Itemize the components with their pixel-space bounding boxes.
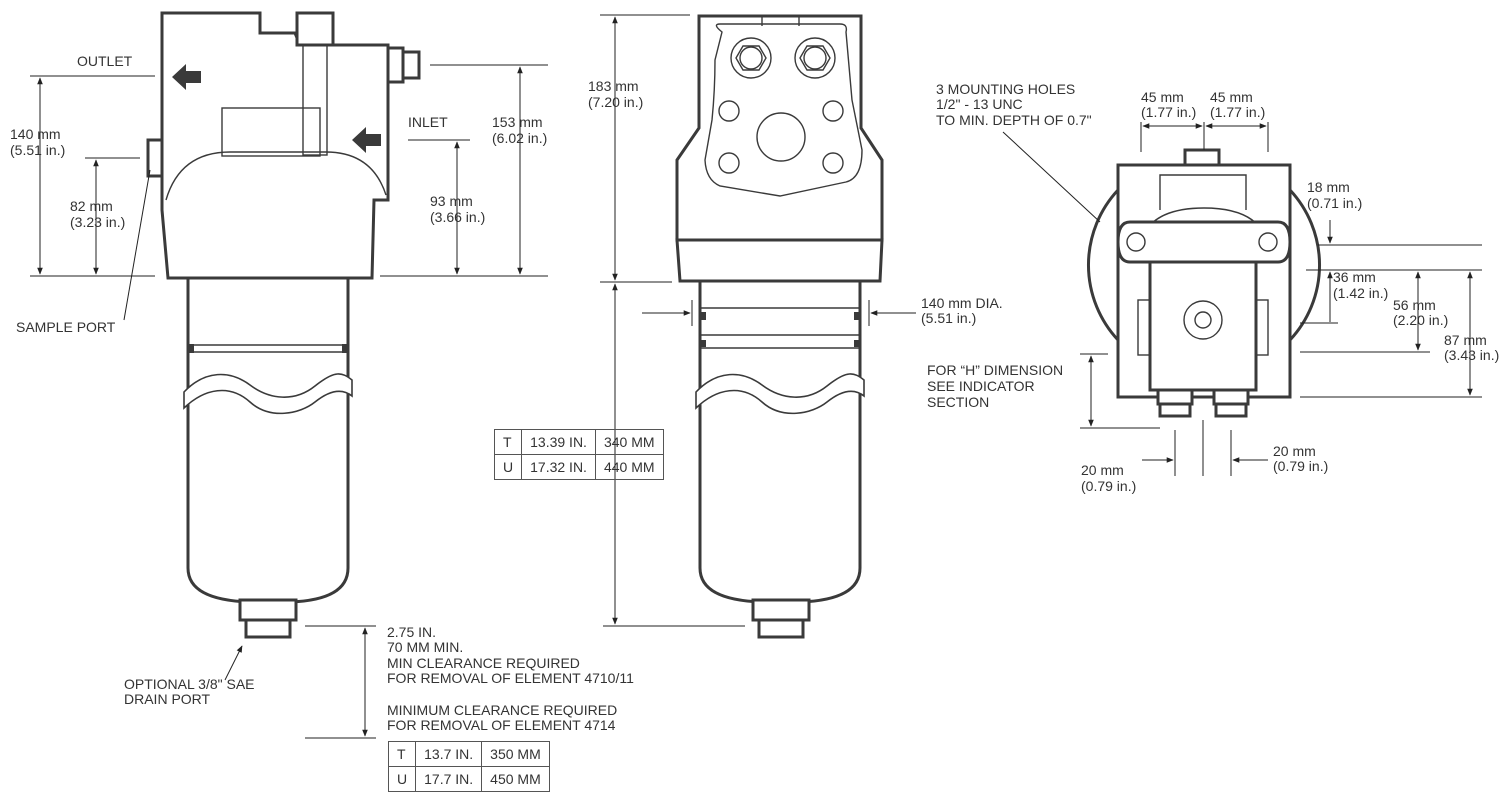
table-cell: T xyxy=(493,429,523,455)
side-bowl xyxy=(186,276,350,604)
front-break-line xyxy=(695,373,865,415)
drain-port-label: OPTIONAL 3/8" SAE DRAIN PORT xyxy=(124,676,258,707)
table-cell: 17.7 IN. xyxy=(415,766,483,792)
side-dimensions xyxy=(30,64,548,739)
front-head xyxy=(675,14,884,242)
drain-port-leader xyxy=(224,645,243,681)
top-body-contour xyxy=(1159,174,1247,210)
top-indicator-port xyxy=(1183,148,1221,167)
side-head xyxy=(160,11,390,280)
side-break-line xyxy=(183,373,353,415)
dim-56-label: 56 mm (2.20 in.) xyxy=(1393,297,1448,328)
dim-153-label: 153 mm (6.02 in.) xyxy=(492,114,547,146)
table-row: T 13.39 IN. 340 MM xyxy=(493,429,664,455)
table-cell: 350 MM xyxy=(481,741,550,767)
top-mounting-bar xyxy=(1116,220,1292,264)
dim-140-label: 140 mm (5.51 in.) xyxy=(10,126,65,158)
table-cell: U xyxy=(387,766,417,792)
side-element-block xyxy=(221,107,321,157)
front-length-table: T 13.39 IN. 340 MM U 17.32 IN. 440 MM xyxy=(493,429,664,480)
side-outlet-fitting xyxy=(386,46,405,84)
sample-port-label: SAMPLE PORT xyxy=(16,319,116,335)
side-ring-tab-right xyxy=(342,344,348,353)
outlet-label: OUTLET xyxy=(77,53,133,69)
table-cell: T xyxy=(387,741,417,767)
front-bolt-hole xyxy=(718,152,740,174)
dim-45-right-label: 45 mm (1.77 in.) xyxy=(1210,89,1265,120)
front-bolt-hole xyxy=(718,100,740,122)
table-cell: 13.39 IN. xyxy=(521,429,596,455)
front-dimensions xyxy=(600,14,916,627)
table-row: U 17.7 IN. 450 MM xyxy=(387,766,550,792)
front-bolt-hole xyxy=(822,100,844,122)
front-bowl xyxy=(698,279,862,604)
mounting-holes-label: 3 MOUNTING HOLES 1/2" - 13 UNC TO MIN. D… xyxy=(936,81,1092,128)
top-view: 3 MOUNTING HOLES 1/2" - 13 UNC TO MIN. D… xyxy=(927,81,1499,494)
mounting-holes-leader xyxy=(1002,131,1101,223)
sample-port-fitting xyxy=(146,138,164,178)
front-bolt-hole xyxy=(822,152,844,174)
table-cell: 13.7 IN. xyxy=(415,741,483,767)
dim-20-left-label: 20 mm (0.79 in.) xyxy=(1081,462,1136,494)
mounting-hole xyxy=(1126,232,1146,252)
mounting-hole xyxy=(1258,232,1278,252)
top-dimensions xyxy=(1002,122,1482,476)
side-drain-upper xyxy=(238,598,298,622)
table-cell: 340 MM xyxy=(594,429,664,455)
dim-93-label: 93 mm (3.66 in.) xyxy=(430,193,485,225)
table-cell: 440 MM xyxy=(594,454,664,480)
front-port-right xyxy=(794,37,836,79)
outlet-arrow-icon xyxy=(172,64,201,90)
side-drain-nut xyxy=(244,618,292,639)
side-view: OUTLET INLET SAMPLE PORT 140 mm (5.51 in… xyxy=(10,11,634,739)
side-bowl-top xyxy=(165,151,387,201)
dim-183-label: 183 mm (7.20 in.) xyxy=(588,78,643,110)
side-outlet-nut xyxy=(401,50,421,80)
top-outlet-fitting-left xyxy=(1156,388,1194,406)
front-center-port xyxy=(756,112,806,162)
front-port-left xyxy=(730,37,772,79)
top-outlet-fitting-right xyxy=(1212,388,1250,406)
front-drain-nut xyxy=(757,618,805,639)
dim-140-dia-label: 140 mm DIA. (5.51 in.) xyxy=(921,295,1007,326)
dim-36-label: 36 mm (1.42 in.) xyxy=(1333,269,1388,301)
table-row: U 17.32 IN. 440 MM xyxy=(493,454,664,480)
table-row: T 13.7 IN. 350 MM xyxy=(387,741,550,767)
dim-20-right-label: 20 mm (0.79 in.) xyxy=(1273,443,1328,474)
front-view: 183 mm (7.20 in.) 140 mm DIA. (5.51 in.) xyxy=(588,14,1007,639)
sample-port-leader xyxy=(123,169,151,321)
side-stem-bore xyxy=(302,44,328,156)
clearance-note-1: 2.75 IN. 70 MM MIN. MIN CLEARANCE REQUIR… xyxy=(387,624,634,686)
clearance-note-2: MINIMUM CLEARANCE REQUIRED FOR REMOVAL O… xyxy=(387,702,621,733)
side-valve-stem xyxy=(295,11,335,47)
front-head-collar xyxy=(675,238,884,283)
front-drain-upper xyxy=(751,598,811,622)
dim-87-label: 87 mm (3.43 in.) xyxy=(1444,332,1499,363)
dim-18-label: 18 mm (0.71 in.) xyxy=(1307,179,1362,211)
dim-45-left-label: 45 mm (1.77 in.) xyxy=(1141,89,1196,120)
front-port-plate xyxy=(704,23,863,197)
top-gauge-port xyxy=(1183,300,1223,340)
top-indicator-block xyxy=(1148,260,1258,392)
side-ring-tab-left xyxy=(188,344,194,353)
table-cell: 17.32 IN. xyxy=(521,454,596,480)
dim-82-label: 82 mm (3.23 in.) xyxy=(70,198,125,230)
table-cell: 450 MM xyxy=(481,766,550,792)
inlet-label: INLET xyxy=(408,114,448,130)
inlet-arrow-icon xyxy=(352,127,381,153)
clearance-table: T 13.7 IN. 350 MM U 17.7 IN. 450 MM xyxy=(387,741,550,792)
table-cell: U xyxy=(493,454,523,480)
h-dimension-note: FOR “H” DIMENSION SEE INDICATOR SECTION xyxy=(927,362,1067,410)
